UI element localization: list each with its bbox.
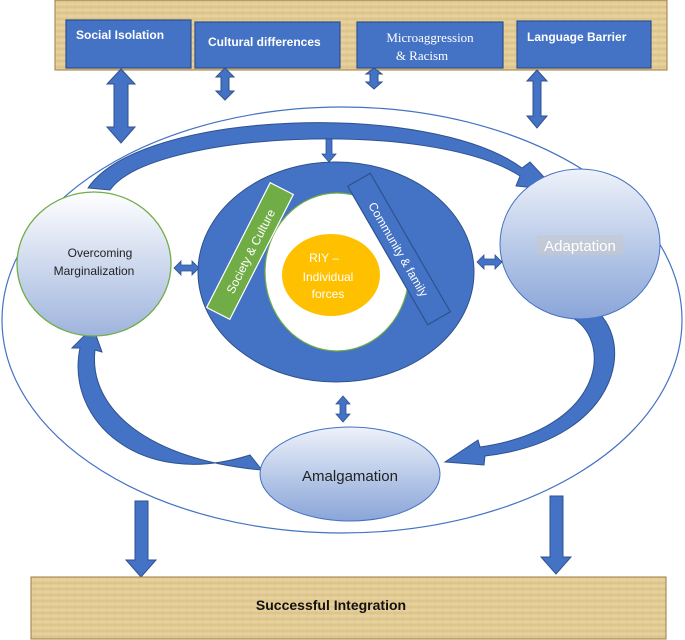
- double-arrow-microaggression: [364, 67, 384, 90]
- riy-label-3: forces: [312, 287, 345, 301]
- barrier-social-isolation-label: Social Isolation: [76, 28, 164, 42]
- barrier-microaggression-label-2: & Racism: [396, 48, 448, 63]
- double-arrow-language-barrier: [525, 69, 549, 129]
- riy-label-1: RIY –: [309, 251, 339, 265]
- curved-arrow-left: [70, 326, 264, 471]
- successful-integration-banner: [30, 576, 667, 640]
- double-arrow-left-core: [173, 260, 200, 276]
- curved-arrow-right: [443, 302, 616, 466]
- riy-label-2: Individual: [303, 270, 354, 284]
- barrier-social-isolation: Social Isolation: [65, 19, 192, 69]
- barrier-language-barrier-label: Language Barrier: [527, 30, 627, 44]
- stage-amalgamation: Amalgamation: [259, 426, 441, 522]
- double-arrow-right-core: [476, 254, 503, 270]
- down-arrow-left: [124, 500, 158, 578]
- barrier-microaggression-label-1: Microaggression: [386, 30, 474, 45]
- successful-integration-label: Successful Integration: [256, 597, 406, 613]
- stage-overcoming-marginalization: Overcoming Marginalization: [16, 191, 172, 337]
- overcoming-label-1: Overcoming: [68, 246, 133, 260]
- barrier-cultural-differences-label: Cultural differences: [208, 35, 321, 49]
- double-arrow-cultural-differences: [214, 67, 236, 101]
- adaptation-label: Adaptation: [544, 238, 616, 255]
- riy-individual-forces: [282, 234, 380, 316]
- double-arrow-social-isolation: [105, 68, 137, 144]
- down-arrow-right: [539, 495, 573, 575]
- overcoming-label-2: Marginalization: [54, 264, 135, 278]
- stage-adaptation: Adaptation: [499, 168, 661, 320]
- barrier-cultural-differences: Cultural differences: [194, 21, 341, 69]
- barrier-microaggression-racism: Microaggression & Racism: [356, 21, 504, 69]
- amalgamation-label: Amalgamation: [302, 468, 398, 485]
- barrier-language-barrier: Language Barrier: [516, 20, 652, 69]
- double-arrow-bottom-core: [335, 395, 351, 423]
